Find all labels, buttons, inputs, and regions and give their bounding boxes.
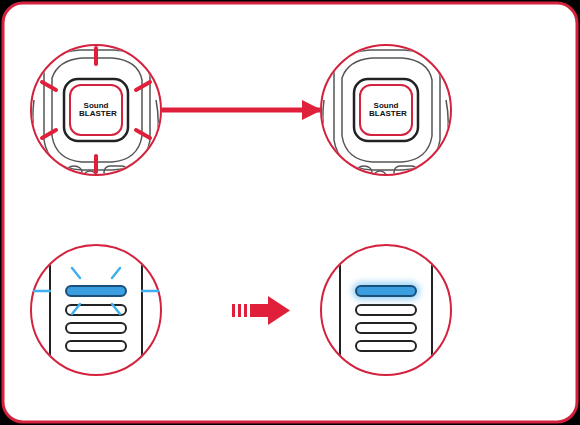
brand-logo: Sound BLASTER bbox=[79, 102, 113, 118]
blink-rays bbox=[34, 268, 158, 314]
device-illustration bbox=[33, 50, 158, 181]
flow-arrow bbox=[232, 296, 290, 325]
led-illustration bbox=[50, 240, 142, 380]
frame bbox=[3, 3, 577, 422]
status-circle: Sound BLASTER bbox=[320, 44, 452, 176]
led-illustration bbox=[340, 240, 432, 380]
status-circle: Sound BLASTER bbox=[30, 44, 162, 176]
brand-logo: Sound BLASTER bbox=[369, 102, 403, 118]
flow-arrow bbox=[162, 108, 320, 113]
device-illustration bbox=[323, 50, 448, 181]
blink-rays bbox=[42, 48, 150, 172]
